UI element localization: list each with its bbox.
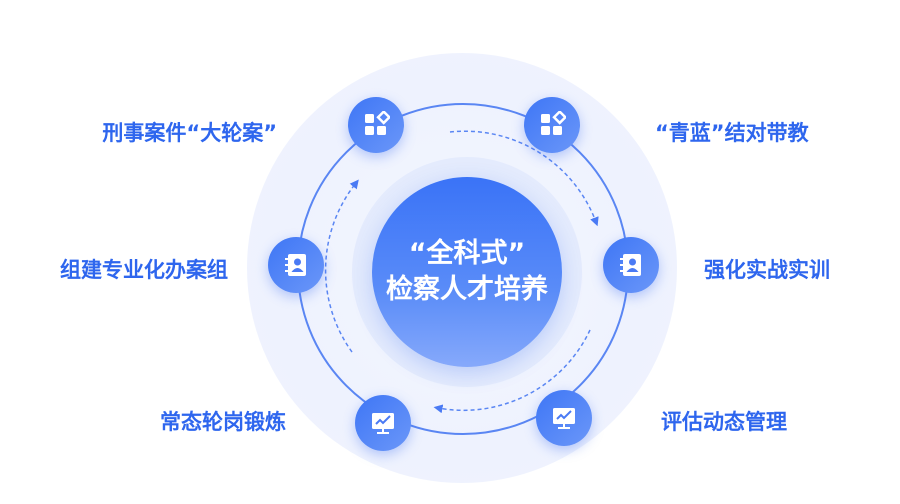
monitor-chart-icon bbox=[553, 408, 575, 429]
node-bottom-left bbox=[355, 395, 411, 451]
center-title-line2: 检察人才培养 bbox=[386, 274, 548, 305]
node-top-right bbox=[524, 97, 580, 153]
label-dynamic-evaluation: 评估动态管理 bbox=[661, 410, 787, 434]
node-right bbox=[603, 237, 659, 293]
apps-icon bbox=[541, 111, 566, 135]
contact-book-icon bbox=[285, 254, 306, 276]
label-practical-training: 强化实战实训 bbox=[704, 258, 830, 282]
node-bottom-right bbox=[536, 390, 592, 446]
arrow-left bbox=[324, 179, 359, 353]
arrow-bottom bbox=[433, 329, 591, 414]
center-circle: “全科式” 检察人才培养 bbox=[372, 177, 562, 367]
center-title-line1: “全科式” bbox=[408, 238, 526, 269]
arrow-top-right bbox=[449, 130, 599, 227]
apps-icon bbox=[365, 111, 390, 135]
node-left bbox=[268, 237, 324, 293]
label-specialized-team: 组建专业化办案组 bbox=[60, 258, 228, 282]
monitor-chart-icon bbox=[372, 413, 394, 434]
node-top-left bbox=[348, 97, 404, 153]
label-job-rotation: 常态轮岗锻炼 bbox=[160, 410, 286, 434]
label-mentoring: “青蓝”结对带教 bbox=[655, 121, 809, 145]
contact-book-icon bbox=[620, 254, 641, 276]
label-major-case-rotation: 刑事案件“大轮案” bbox=[102, 121, 277, 145]
